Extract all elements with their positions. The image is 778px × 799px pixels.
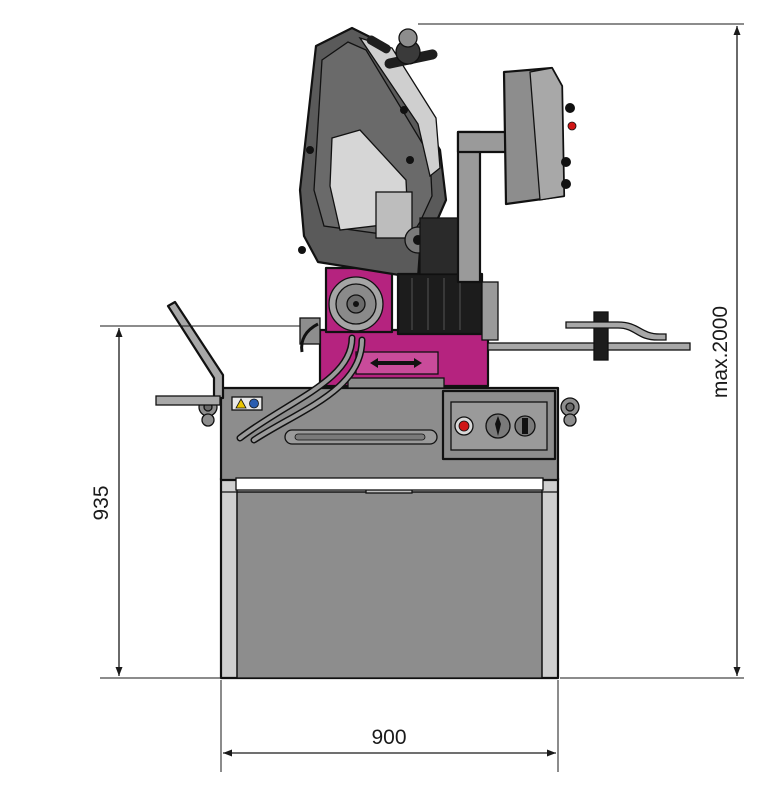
gearbox-head [299, 266, 490, 389]
top-tension-handle [366, 28, 438, 69]
coolant-hoses [236, 322, 366, 444]
swing-arm-lever [155, 300, 225, 406]
material-stop-rod [487, 311, 691, 361]
control-pendant-arm [456, 66, 577, 284]
dimension-overall-height: max.2000 [418, 23, 744, 679]
control-panel [441, 389, 557, 461]
saw-bow-arm [298, 26, 448, 280]
height-max-label: max.2000 [709, 306, 732, 398]
dimension-table-height: 935 [90, 325, 300, 679]
right-clamp-knob [560, 397, 580, 427]
cabinet-base [219, 476, 560, 680]
bandsaw-machine [155, 26, 691, 680]
width-label: 900 [371, 726, 406, 749]
dimension-width: 900 [220, 680, 559, 772]
table-height-label: 935 [90, 485, 113, 520]
